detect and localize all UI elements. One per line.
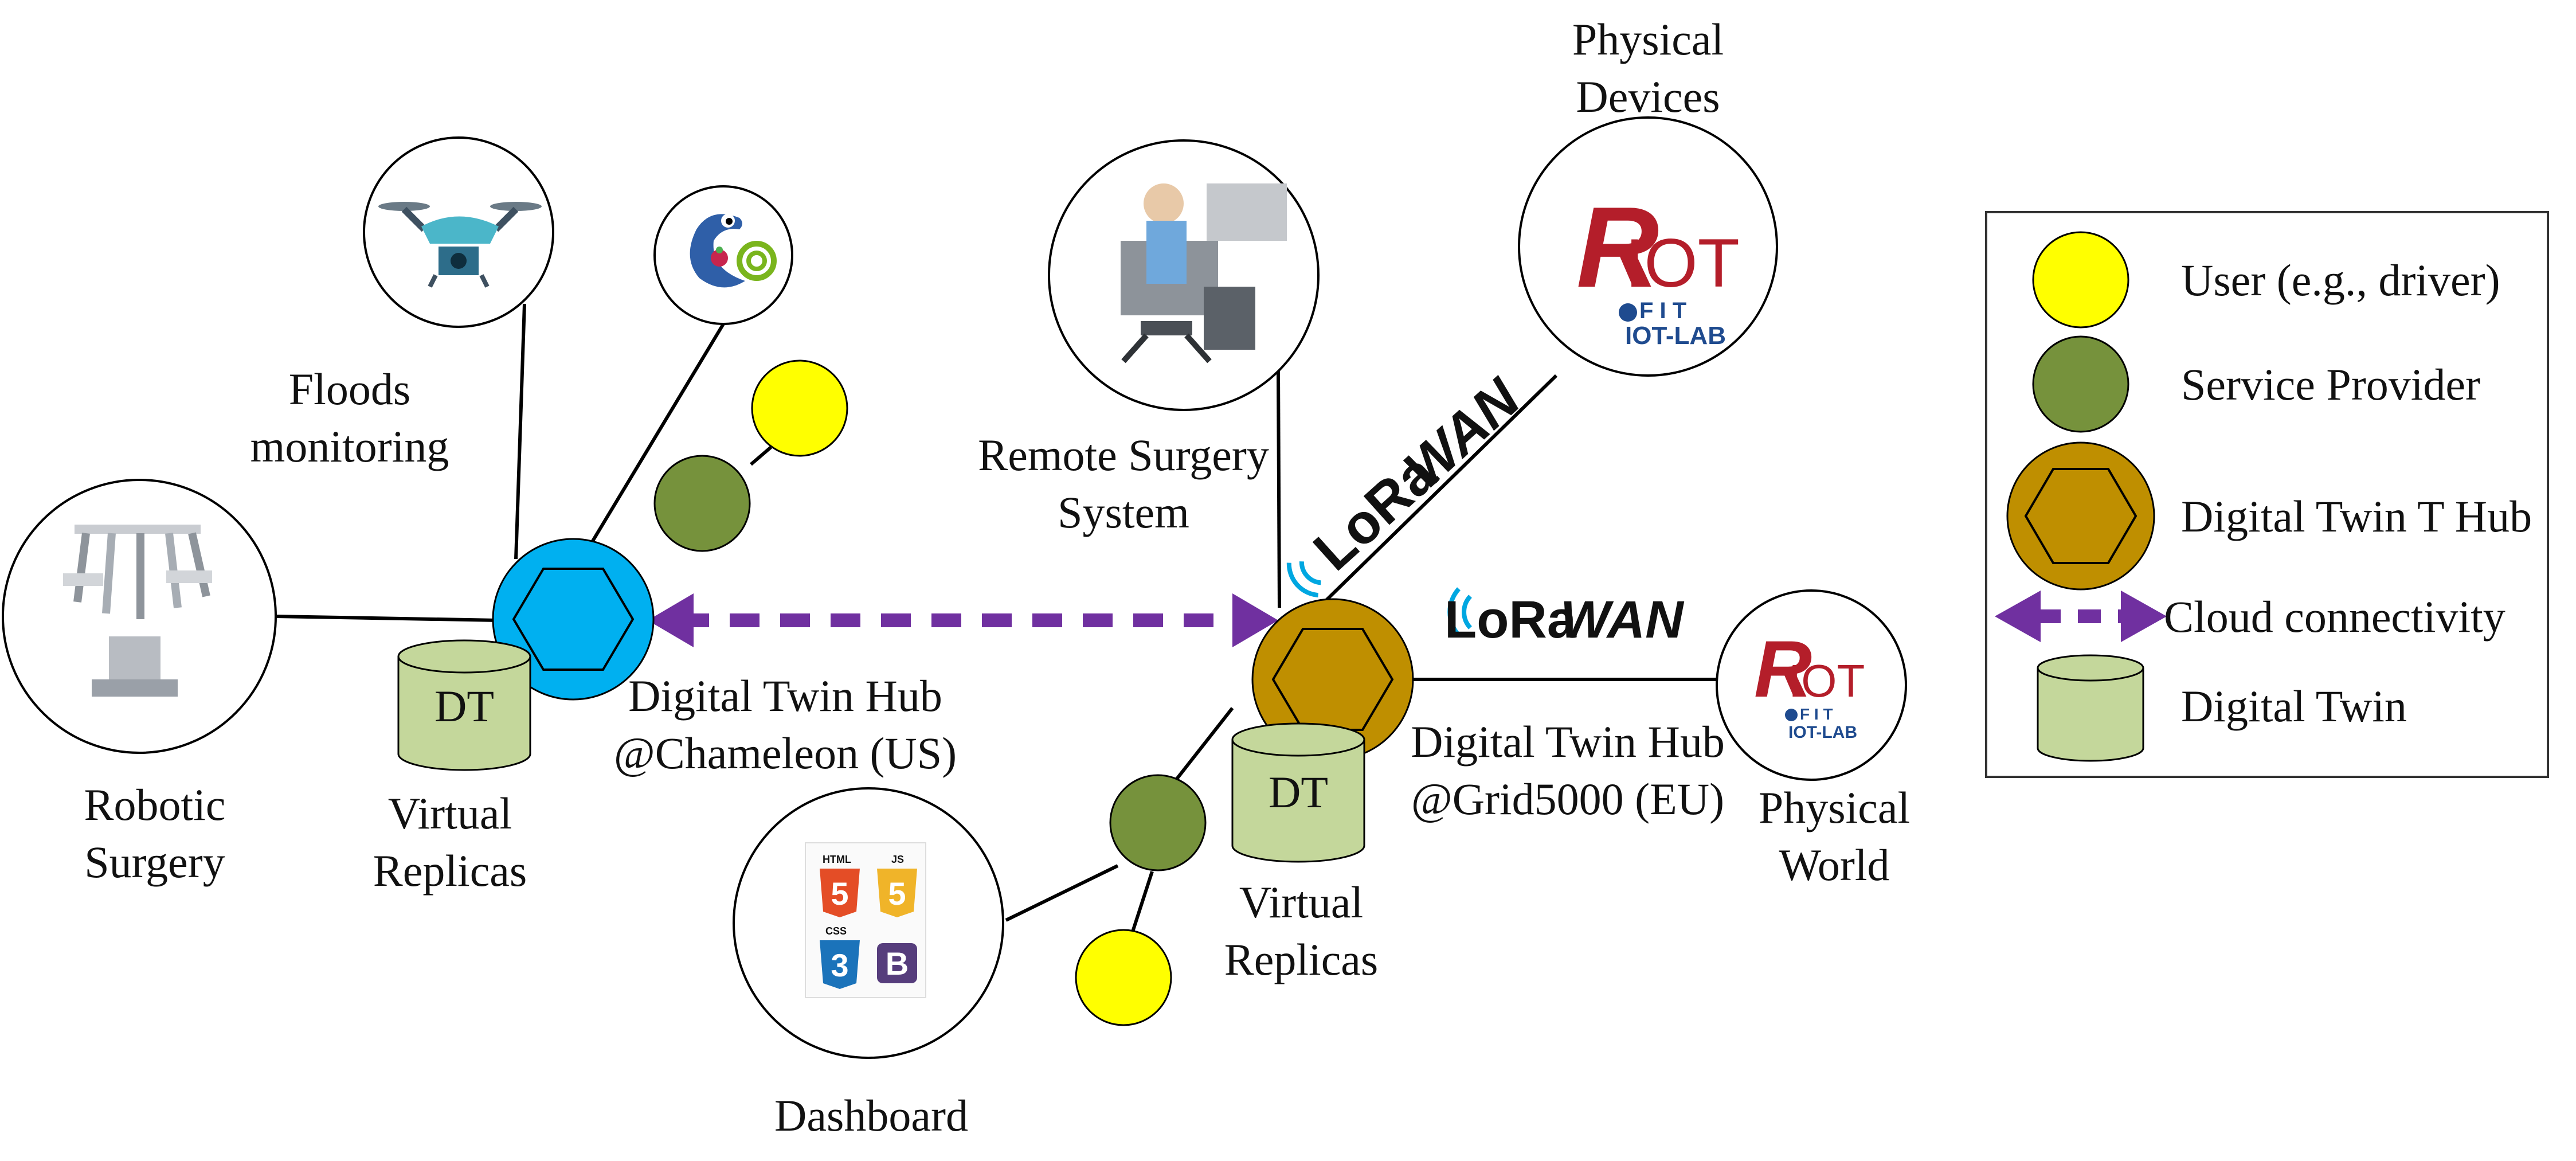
drone-icon [378, 202, 542, 288]
svg-text:IOT-LAB: IOT-LAB [1625, 322, 1726, 350]
physical-world-node: R IOT F I T IOT-LAB [1716, 589, 1907, 781]
legend-cloud-arrow-swatch [1995, 591, 2167, 642]
legend-cloud-label: Cloud connectivity [2164, 592, 2505, 642]
link-chameleon-to-us-hub [571, 323, 725, 574]
legend-service-provider-label: Service Provider [2181, 359, 2480, 409]
physical-devices-label-line1: Physical [1572, 14, 1724, 64]
svg-text:CSS: CSS [825, 925, 847, 937]
virtual-replicas-left-line2: Replicas [373, 846, 527, 896]
user-node-us [751, 359, 848, 457]
link-robotic-to-us-hub [275, 615, 499, 622]
hub-eu-label-line1: Digital Twin Hub [1411, 717, 1725, 767]
dt-label-left: DT [434, 681, 494, 731]
svg-text:R: R [1754, 624, 1812, 714]
cloud-connectivity-arrow [648, 593, 1278, 647]
legend-service-provider-swatch [2032, 335, 2129, 433]
svg-text:R: R [1576, 183, 1659, 311]
hub-eu-label-line2: @Grid5000 (EU) [1411, 774, 1724, 824]
dt-label-right: DT [1269, 767, 1328, 817]
user-node-eu [1075, 929, 1172, 1026]
svg-text:5: 5 [888, 875, 906, 912]
svg-text:B: B [886, 945, 909, 982]
dt-cylinder-right: DT [1231, 722, 1365, 863]
physical-world-label-line1: Physical [1759, 783, 1910, 832]
lorawan-logo-horizontal: LoRa WAN [1444, 587, 1685, 649]
svg-text:5: 5 [831, 875, 848, 912]
link-surgery-system-to-eu-hub [1277, 369, 1281, 608]
svg-text:IOT: IOT [1788, 655, 1865, 706]
svg-text:HTML: HTML [823, 854, 851, 865]
service-provider-node-us [653, 455, 751, 552]
hub-us-label-line2: @Chameleon (US) [614, 728, 957, 778]
floods-label-line2: monitoring [250, 421, 449, 471]
remote-surgery-node [1048, 139, 1320, 411]
remote-surgery-label-line2: System [1058, 487, 1189, 537]
link-riot-to-eu-hub [1311, 374, 1558, 615]
hub-us-label-line1: Digital Twin Hub [628, 671, 942, 721]
chameleon-node [653, 185, 793, 325]
lorawan-logo-rotated: LoRa WAN [1286, 366, 1532, 598]
robotic-arm-icon [63, 525, 212, 697]
robotic-label-line2: Surgery [84, 837, 225, 887]
hub-us [492, 538, 655, 701]
physical-devices-label-line2: Devices [1576, 72, 1720, 122]
virtual-replicas-right-line1: Virtual [1239, 877, 1363, 927]
link-drone-to-us-hub [514, 303, 526, 560]
legend-user-swatch [2032, 231, 2129, 329]
svg-text:3: 3 [831, 947, 848, 983]
physical-world-label-line2: World [1779, 840, 1889, 890]
chameleon-cloud-icon [690, 214, 777, 288]
floods-label-line1: Floods [289, 364, 410, 414]
floods-monitoring-node [363, 136, 554, 328]
svg-text:IOT: IOT [1625, 225, 1740, 302]
legend-hub-label: Digital Twin T Hub [2181, 491, 2532, 541]
physical-devices-node: R IOT F I T IOT-LAB [1518, 116, 1778, 377]
virtual-replicas-left-line1: Virtual [388, 788, 512, 838]
dashboard-label: Dashboard [774, 1090, 968, 1140]
web-tech-icons: HTML 5 JS 5 CSS 3 B [805, 842, 926, 998]
riot-logo-icon: R IOT F I T IOT-LAB [1576, 183, 1740, 350]
legend-digital-twin-swatch [2037, 654, 2144, 762]
remote-surgery-label-line1: Remote Surgery [978, 430, 1269, 480]
legend-digital-twin-label: Digital Twin [2181, 681, 2407, 731]
legend: User (e.g., driver) Service Provider Dig… [1985, 211, 2549, 778]
svg-text:LoRa: LoRa [1444, 591, 1577, 649]
virtual-replicas-right-line2: Replicas [1224, 935, 1379, 984]
svg-text:WAN: WAN [1560, 591, 1685, 649]
link-dashboard-to-provider-eu [1005, 864, 1119, 922]
link-user-to-provider-us [750, 445, 772, 466]
riot-logo-small-icon: R IOT F I T IOT-LAB [1754, 624, 1865, 742]
link-provider-eu-to-user-eu [1130, 871, 1154, 934]
robotic-surgery-node [2, 479, 277, 754]
svg-text:F I T: F I T [1800, 705, 1833, 723]
link-provider-eu-to-eu-hub [1168, 707, 1234, 789]
svg-text:IOT-LAB: IOT-LAB [1788, 723, 1857, 742]
svg-text:F I T: F I T [1639, 298, 1686, 323]
svg-text:JS: JS [891, 854, 904, 865]
dt-cylinder-left: DT [397, 639, 531, 771]
legend-user-label: User (e.g., driver) [2181, 255, 2500, 305]
hub-eu [1251, 598, 1414, 761]
legend-hub-swatch [2006, 441, 2155, 591]
dashboard-node: HTML 5 JS 5 CSS 3 B [733, 787, 1004, 1059]
connection-lines [275, 303, 1720, 934]
service-provider-node-eu [1109, 774, 1207, 871]
robotic-label-line1: Robotic [84, 780, 226, 830]
surgeon-console-icon [1121, 183, 1287, 363]
